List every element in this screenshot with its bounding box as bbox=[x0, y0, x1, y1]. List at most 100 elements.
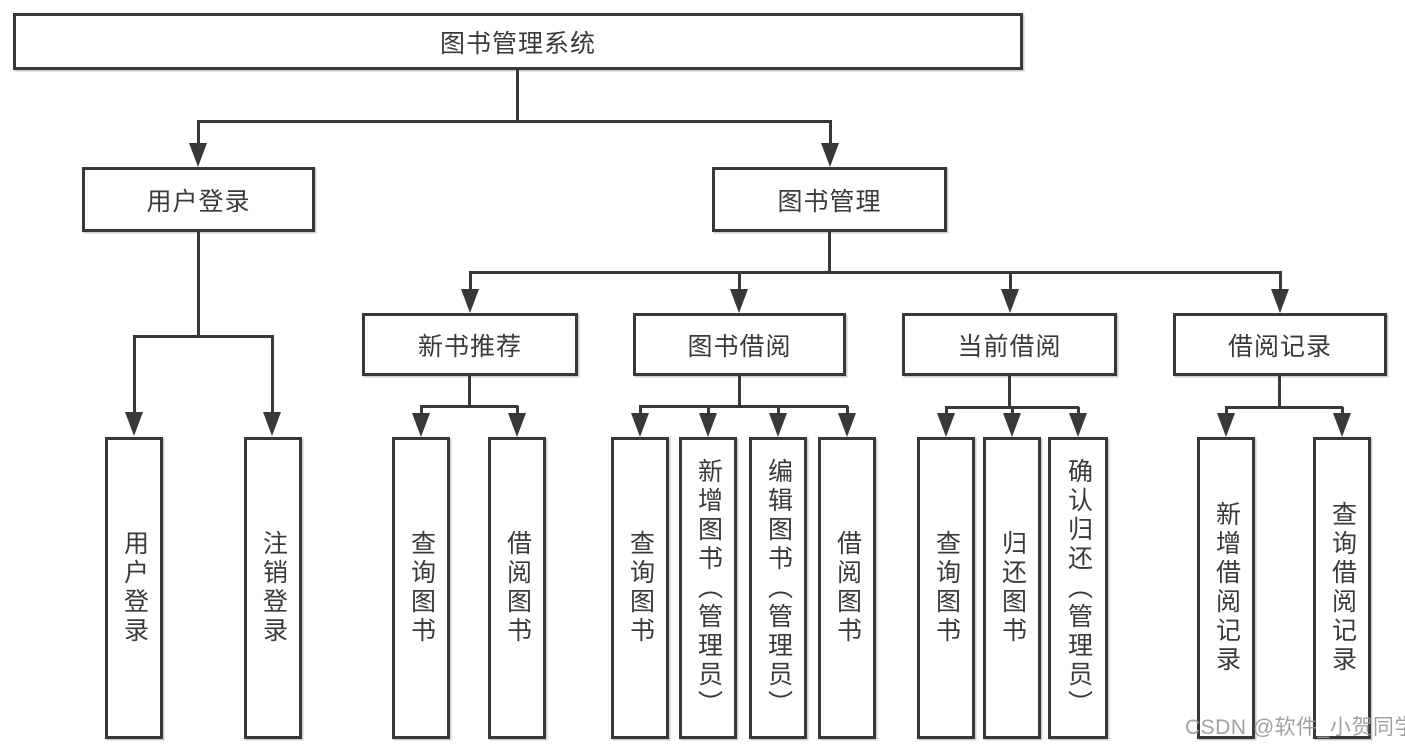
leaf-user-login-label: 用户登录 bbox=[120, 530, 149, 646]
connector-arrow-add-books bbox=[699, 406, 717, 437]
connector-arrow-confirm-return bbox=[1069, 407, 1087, 437]
connector-user-login-stem bbox=[197, 232, 200, 338]
arrow-stem bbox=[468, 272, 472, 289]
connector-arrow-query-recommend bbox=[412, 406, 430, 437]
connector-root-rail bbox=[197, 120, 831, 123]
arrow-stem bbox=[1224, 407, 1228, 413]
node-book-borrow-label: 图书借阅 bbox=[687, 332, 792, 361]
leaf-logout-label: 注销登录 bbox=[259, 530, 288, 646]
arrow-stem bbox=[1340, 407, 1344, 413]
connector-arrow-query-borrow bbox=[631, 406, 649, 437]
arrow-stem bbox=[515, 406, 519, 413]
connector-borrow-records-stem2 bbox=[1278, 376, 1281, 409]
arrow-head-icon bbox=[412, 413, 430, 437]
connector-arrow-borrow-books bbox=[838, 406, 856, 437]
arrow-stem bbox=[1076, 407, 1080, 413]
connector-arrow-edit-books bbox=[769, 406, 787, 437]
node-current-borrow-label: 当前借阅 bbox=[957, 332, 1062, 361]
leaf-user-login: 用户登录 bbox=[105, 437, 163, 739]
node-book-management: 图书管理 bbox=[712, 167, 947, 232]
node-book-management-label: 图书管理 bbox=[777, 187, 882, 216]
node-borrow-records: 借阅记录 bbox=[1173, 313, 1387, 376]
connector-borrow-records-rail bbox=[1225, 406, 1343, 409]
connector-arrow-add-record bbox=[1217, 407, 1235, 437]
connector-recommend-rail bbox=[420, 405, 518, 408]
connector-arrow-book-management bbox=[821, 120, 839, 167]
leaf-confirm-return-admin-label: 确认归还（管理员） bbox=[1064, 457, 1093, 719]
connector-current-borrow-stem2 bbox=[1008, 376, 1011, 409]
leaf-query-books-current: 查询图书 bbox=[917, 437, 975, 739]
connector-arrow-user-login bbox=[189, 120, 207, 167]
leaf-borrow-books-recommend-label: 借阅图书 bbox=[503, 530, 532, 646]
arrow-head-icon bbox=[1003, 413, 1021, 437]
leaf-add-borrow-record-label: 新增借阅记录 bbox=[1212, 501, 1241, 675]
node-user-login-label: 用户登录 bbox=[146, 187, 251, 216]
arrow-head-icon bbox=[838, 413, 856, 437]
leaf-borrow-books-label: 借阅图书 bbox=[833, 530, 862, 646]
arrow-stem bbox=[132, 336, 136, 412]
connector-arrow-return-books bbox=[1003, 407, 1021, 437]
leaf-query-books-recommend-label: 查询图书 bbox=[407, 530, 436, 646]
connector-arrow-query-current bbox=[937, 407, 955, 437]
connector-book-management-rail bbox=[469, 271, 1282, 274]
arrow-head-icon bbox=[1271, 289, 1289, 313]
arrow-stem bbox=[1010, 407, 1014, 413]
arrow-head-icon bbox=[1069, 413, 1087, 437]
connector-book-borrow-stem2 bbox=[738, 376, 741, 408]
connector-arrow-borrow-recommend bbox=[508, 406, 526, 437]
arrow-head-icon bbox=[1333, 413, 1351, 437]
leaf-logout: 注销登录 bbox=[244, 437, 302, 739]
arrow-stem bbox=[419, 406, 423, 413]
arrow-stem bbox=[1278, 272, 1282, 289]
arrow-head-icon bbox=[1001, 289, 1019, 313]
connector-arrow-book-borrow bbox=[730, 272, 748, 313]
connector-book-borrow-rail bbox=[639, 405, 848, 408]
connector-arrow-current-borrow bbox=[1001, 272, 1019, 313]
leaf-edit-books-admin-label: 编辑图书（管理员） bbox=[764, 457, 793, 719]
leaf-add-borrow-record: 新增借阅记录 bbox=[1197, 437, 1255, 739]
leaf-add-books-admin-label: 新增图书（管理员） bbox=[694, 457, 723, 719]
leaf-query-borrow-record-label: 查询借阅记录 bbox=[1328, 501, 1357, 675]
arrow-stem bbox=[638, 406, 642, 413]
leaf-return-books: 归还图书 bbox=[983, 437, 1041, 739]
node-book-borrow: 图书借阅 bbox=[633, 313, 846, 376]
leaf-add-books-admin: 新增图书（管理员） bbox=[679, 437, 737, 739]
connector-recommend-stem bbox=[468, 376, 471, 408]
arrow-head-icon bbox=[937, 413, 955, 437]
connector-user-login-rail bbox=[133, 335, 274, 338]
arrow-stem bbox=[845, 406, 849, 413]
arrow-stem bbox=[1008, 272, 1012, 289]
leaf-confirm-return-admin: 确认归还（管理员） bbox=[1048, 437, 1108, 739]
node-new-book-recommend-label: 新书推荐 bbox=[417, 332, 522, 361]
arrow-head-icon bbox=[461, 289, 479, 313]
arrow-head-icon bbox=[769, 413, 787, 437]
arrow-head-icon bbox=[189, 143, 207, 167]
leaf-borrow-books: 借阅图书 bbox=[818, 437, 876, 739]
arrow-stem bbox=[828, 120, 832, 143]
arrow-head-icon bbox=[1217, 413, 1235, 437]
arrow-stem bbox=[706, 406, 710, 413]
node-borrow-records-label: 借阅记录 bbox=[1227, 332, 1332, 361]
connector-arrow-query-record bbox=[1333, 407, 1351, 437]
connector-arrow-borrow-records bbox=[1271, 272, 1289, 313]
leaf-query-books-borrow: 查询图书 bbox=[611, 437, 669, 739]
leaf-query-borrow-record: 查询借阅记录 bbox=[1313, 437, 1371, 739]
node-new-book-recommend: 新书推荐 bbox=[362, 313, 578, 376]
connector-root-stem bbox=[516, 70, 519, 122]
connector-book-management-stem bbox=[828, 232, 831, 274]
arrow-head-icon bbox=[631, 413, 649, 437]
leaf-borrow-books-recommend: 借阅图书 bbox=[488, 437, 546, 739]
node-root-label: 图书管理系统 bbox=[439, 29, 596, 58]
arrow-stem bbox=[196, 120, 200, 143]
connector-arrow-new-book-recommend bbox=[461, 272, 479, 313]
arrow-head-icon bbox=[125, 412, 143, 436]
arrow-head-icon bbox=[699, 413, 717, 437]
leaf-query-books-recommend: 查询图书 bbox=[392, 437, 450, 739]
arrow-head-icon bbox=[821, 143, 839, 167]
arrow-stem bbox=[944, 407, 948, 413]
node-current-borrow: 当前借阅 bbox=[902, 313, 1117, 376]
node-user-login: 用户登录 bbox=[82, 167, 315, 232]
arrow-stem bbox=[776, 406, 780, 413]
leaf-edit-books-admin: 编辑图书（管理员） bbox=[749, 437, 807, 739]
connector-arrow-leaf-user-login bbox=[125, 336, 143, 436]
